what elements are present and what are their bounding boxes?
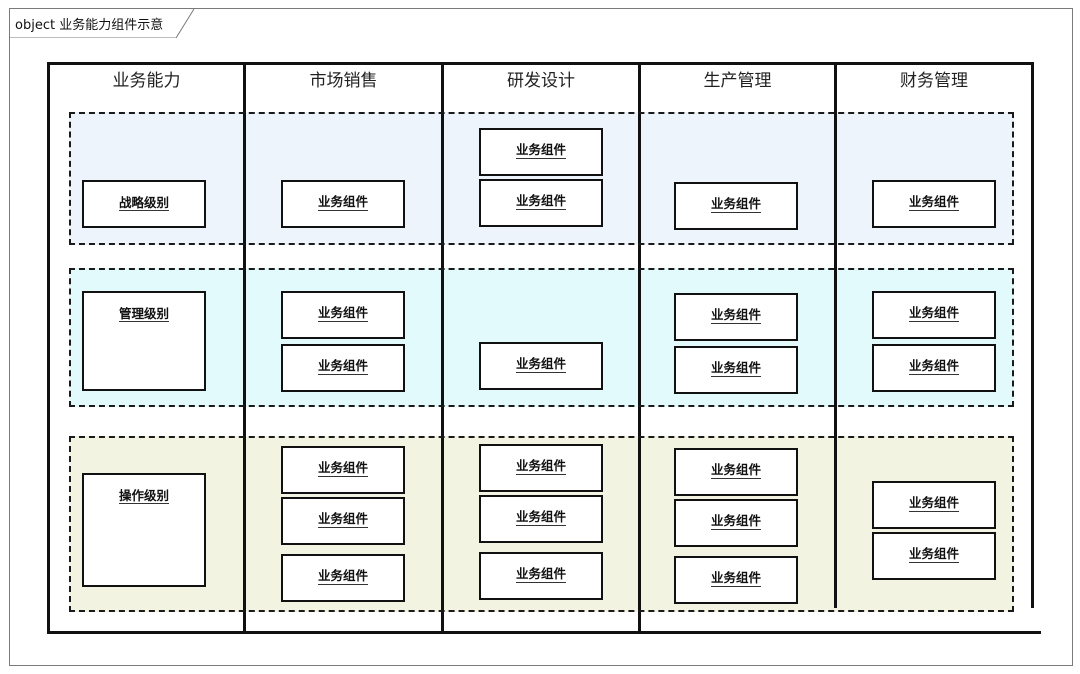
column-header-production: 生产管理 [703,71,772,91]
component-label: 业务组件 [317,460,368,477]
table-left-border [47,62,50,634]
component-finance-operational-2[interactable]: 业务组件 [872,532,996,580]
component-label: 业务组件 [908,546,959,563]
table-top-border [47,62,1034,65]
component-marketing-operational-2[interactable]: 业务组件 [281,497,405,545]
diagram-frame [9,8,1073,666]
component-production-operational-2[interactable]: 业务组件 [674,499,798,547]
component-label: 业务组件 [515,142,566,159]
level-label-operational: 操作级别 [118,488,169,504]
component-finance-strategic-1[interactable]: 业务组件 [872,180,996,228]
component-production-management-2[interactable]: 业务组件 [674,346,798,394]
component-marketing-operational-1[interactable]: 业务组件 [281,446,405,494]
level-box-strategic[interactable]: 战略级别 [82,180,206,228]
column-divider-1 [243,62,246,634]
component-label: 业务组件 [710,570,761,587]
component-label: 业务组件 [515,509,566,526]
component-label: 业务组件 [908,305,959,322]
component-label: 业务组件 [317,511,368,528]
table-right-border [1031,62,1034,608]
component-label: 业务组件 [710,462,761,479]
component-rnd-operational-3[interactable]: 业务组件 [479,552,603,600]
component-label: 业务组件 [515,458,566,475]
component-label: 业务组件 [515,356,566,373]
component-label: 业务组件 [908,495,959,512]
component-rnd-strategic-2[interactable]: 业务组件 [479,179,603,227]
level-box-management[interactable]: 管理级别 [82,291,206,391]
diagram-title: object 业务能力组件示意 [15,18,164,33]
component-label: 业务组件 [908,194,959,211]
component-finance-operational-1[interactable]: 业务组件 [872,481,996,529]
component-marketing-management-1[interactable]: 业务组件 [281,291,405,339]
column-header-marketing: 市场销售 [309,71,378,91]
table-bottom-border [47,631,707,634]
component-label: 业务组件 [317,194,368,211]
level-label-management: 管理级别 [118,306,169,322]
component-rnd-strategic-1[interactable]: 业务组件 [479,128,603,176]
component-label: 业务组件 [317,568,368,585]
component-production-strategic-1[interactable]: 业务组件 [674,182,798,230]
component-marketing-management-2[interactable]: 业务组件 [281,344,405,392]
component-rnd-operational-2[interactable]: 业务组件 [479,495,603,543]
component-finance-management-2[interactable]: 业务组件 [872,344,996,392]
component-production-operational-1[interactable]: 业务组件 [674,448,798,496]
column-header-finance: 财务管理 [900,71,968,91]
component-production-management-1[interactable]: 业务组件 [674,293,798,341]
column-header-capability: 业务能力 [112,71,181,91]
frame-tab-outline [9,8,195,38]
column-header-rnd: 研发设计 [507,71,575,91]
level-label-strategic: 战略级别 [118,195,169,211]
diagram-frame-tab[interactable]: object 业务能力组件示意 [9,8,195,38]
component-label: 业务组件 [515,193,566,210]
component-marketing-strategic-1[interactable]: 业务组件 [281,180,405,228]
component-label: 业务组件 [710,196,761,213]
component-label: 业务组件 [515,566,566,583]
table-bottom-border-right [707,631,1041,634]
component-label: 业务组件 [908,358,959,375]
component-finance-management-1[interactable]: 业务组件 [872,291,996,339]
component-production-operational-3[interactable]: 业务组件 [674,556,798,604]
column-divider-3 [638,62,641,634]
component-label: 业务组件 [317,305,368,322]
component-label: 业务组件 [317,358,368,375]
column-divider-4 [834,62,837,608]
component-label: 业务组件 [710,307,761,324]
component-rnd-operational-1[interactable]: 业务组件 [479,444,603,492]
level-box-operational[interactable]: 操作级别 [82,473,206,587]
component-label: 业务组件 [710,360,761,377]
component-marketing-operational-3[interactable]: 业务组件 [281,554,405,602]
component-label: 业务组件 [710,513,761,530]
component-rnd-management-1[interactable]: 业务组件 [479,342,603,390]
column-divider-2 [441,62,444,634]
